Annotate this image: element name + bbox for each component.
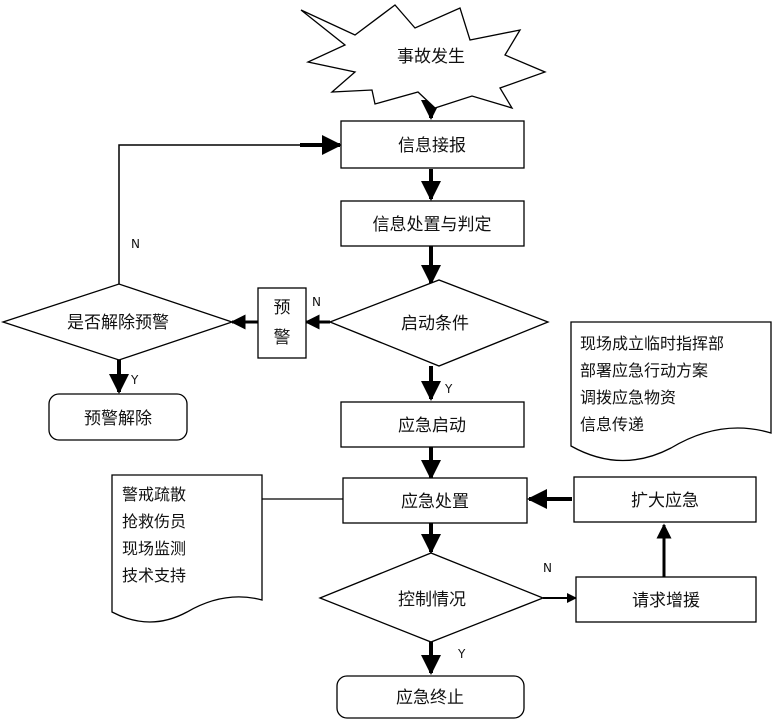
label-yes-lift: Y: [130, 373, 139, 387]
process-judge-label: 信息处置与判定: [373, 215, 492, 235]
process-emergency-start: 应急启动: [340, 401, 525, 448]
branch-labels: N N Y Y N Y: [130, 237, 552, 661]
process-emergency-start-label: 应急启动: [398, 416, 466, 436]
terminal-end: 应急终止: [336, 675, 525, 719]
process-emergency-handle: 应急处置: [342, 477, 528, 524]
note-left-line-1: 警戒疏散: [122, 485, 186, 504]
start-burst: 事故发生: [300, 4, 547, 110]
note-right-line-2: 部署应急行动方案: [580, 361, 708, 380]
process-request-label: 请求增援: [632, 591, 700, 611]
process-report-label: 信息接报: [398, 136, 466, 156]
label-yes-control: Y: [457, 647, 466, 661]
process-warning-char-2: 警: [274, 328, 291, 348]
label-no-control: N: [543, 561, 552, 575]
note-left-line-4: 技术支持: [122, 566, 186, 585]
process-emergency-handle-label: 应急处置: [401, 492, 469, 512]
note-right-line-4: 信息传递: [580, 415, 644, 434]
process-report: 信息接报: [340, 120, 525, 169]
note-right-line-3: 调拨应急物资: [580, 388, 676, 407]
decision-lift-warning: 是否解除预警: [0, 283, 235, 361]
decision-start-condition: 启动条件: [328, 279, 550, 367]
process-warning: 预 警: [257, 287, 307, 359]
process-warning-char-1: 预: [274, 298, 291, 318]
terminal-lifted: 预警解除: [48, 393, 188, 441]
decision-lift-warning-label: 是否解除预警: [67, 313, 169, 333]
decision-control-label: 控制情况: [398, 590, 466, 610]
label-no-start: N: [312, 295, 321, 309]
note-left-line-2: 抢救伤员: [122, 512, 186, 531]
label-no-lift: N: [131, 237, 140, 251]
terminal-lifted-label: 预警解除: [84, 409, 152, 429]
process-expand: 扩大应急: [573, 476, 757, 523]
decision-start-condition-label: 启动条件: [401, 314, 469, 334]
note-left-line-3: 现场监测: [122, 539, 186, 558]
process-judge: 信息处置与判定: [340, 200, 525, 247]
decision-control: 控制情况: [318, 552, 545, 643]
process-expand-label: 扩大应急: [631, 491, 699, 511]
connectors: [109, 88, 672, 675]
arrow-lift-no-back-to-report: [118, 144, 340, 284]
note-right: 现场成立临时指挥部 部署应急行动方案 调拨应急物资 信息传递: [570, 321, 772, 462]
label-yes-start: Y: [444, 382, 453, 396]
note-left: 警戒疏散 抢救伤员 现场监测 技术支持: [111, 474, 263, 623]
terminal-end-label: 应急终止: [396, 688, 464, 708]
start-burst-label: 事故发生: [397, 47, 465, 67]
process-request: 请求增援: [575, 576, 757, 623]
note-right-line-1: 现场成立临时指挥部: [580, 334, 724, 353]
